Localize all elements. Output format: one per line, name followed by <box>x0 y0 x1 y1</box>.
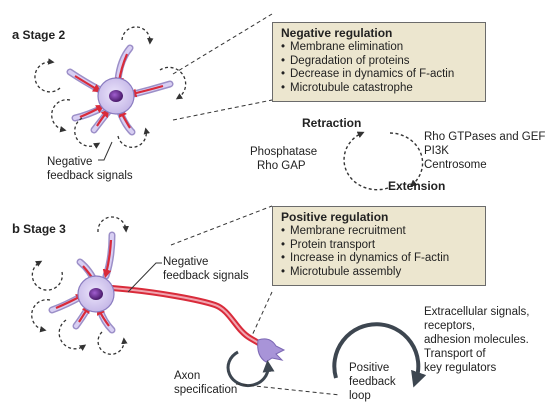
extracellular-line1: Extracellular signals, <box>424 306 530 318</box>
stage3-feedback-arrows <box>31 216 129 355</box>
axon-spec-connector <box>235 383 341 396</box>
extracellular-line2: receptors, <box>424 320 476 332</box>
positive-regulation-title: Positive regulation <box>281 210 389 224</box>
list-item: •Decrease in dynamics of F-actin <box>281 68 455 81</box>
cycle-left-line1: Phosphatase <box>250 146 318 158</box>
stage3-nucleus <box>89 288 103 300</box>
negative-regulation-box: Negative regulation •Membrane eliminatio… <box>272 22 486 102</box>
extracellular-line4: Transport of <box>424 348 486 360</box>
stage2-nucleus <box>109 90 123 102</box>
stage2-title: Stage 2 <box>22 28 66 42</box>
negative-feedback-label-b-line2: feedback signals <box>163 270 249 282</box>
positive-regulation-list: •Membrane recruitment •Protein transport… <box>281 225 477 279</box>
positive-feedback-loop-arrow <box>332 322 427 388</box>
list-item: •Degradation of proteins <box>281 54 410 67</box>
negative-feedback-label-b-line1: Negative <box>163 256 209 268</box>
cycle-right-line2: PI3K <box>424 145 449 157</box>
cycle-right-line3: Centrosome <box>424 159 487 171</box>
stage3-title: Stage 3 <box>23 222 66 236</box>
negative-feedback-label-a-line1: Negative <box>47 156 93 168</box>
list-item: •Microtubule catastrophe <box>281 81 413 94</box>
extracellular-line3: adhesion molecules. <box>424 334 529 346</box>
cycle-arrows <box>343 131 424 191</box>
extension-label: Extension <box>388 179 446 193</box>
cycle-right-line1: Rho GTPases and GEF <box>424 131 546 143</box>
loop-line3: loop <box>349 390 371 402</box>
negative-regulation-title: Negative regulation <box>281 26 393 40</box>
stage3-neuron <box>31 216 286 388</box>
stage2-neuron <box>34 26 187 149</box>
list-item: •Protein transport <box>281 238 376 251</box>
retraction-label: Retraction <box>302 116 362 130</box>
stage3-label: b Stage 3 <box>12 222 66 237</box>
axon-spec-line2: specification <box>174 384 238 396</box>
negative-feedback-label-a-line2: feedback signals <box>47 170 133 182</box>
cycle-left-line2: Rho GAP <box>257 160 306 172</box>
stage2-feedback-arrows <box>34 26 187 149</box>
loop-line2: feedback <box>349 376 396 388</box>
stage2-label: a Stage 2 <box>12 28 65 43</box>
list-item: •Microtubule assembly <box>281 265 402 278</box>
list-item: •Increase in dynamics of F-actin <box>281 252 450 265</box>
positive-regulation-box: Positive regulation •Membrane recruitmen… <box>272 206 486 286</box>
axon-spec-line1: Axon <box>174 370 201 382</box>
stage2-connectors <box>172 13 273 121</box>
stage3-connectors <box>170 205 273 341</box>
negative-regulation-list: •Membrane elimination •Degradation of pr… <box>281 41 477 95</box>
stage2-label-leader <box>98 141 113 161</box>
extracellular-line5: key regulators <box>424 362 497 374</box>
loop-line1: Positive <box>349 362 390 374</box>
stage3-letter: b <box>12 221 20 236</box>
stage3-label-leader <box>127 262 162 293</box>
stage2-letter: a <box>12 27 20 42</box>
growth-cone <box>257 338 286 363</box>
list-item: •Membrane elimination <box>281 41 404 53</box>
axon-spec-loop <box>226 350 275 388</box>
axon <box>109 285 265 348</box>
list-item: •Membrane recruitment <box>281 225 406 237</box>
